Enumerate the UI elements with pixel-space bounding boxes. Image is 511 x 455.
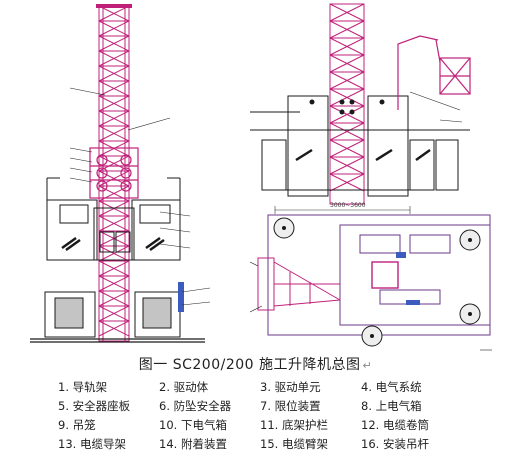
legend-item: 16. 安装吊杆 — [361, 437, 429, 451]
lattice-brace — [98, 275, 130, 292]
base-frame — [30, 338, 205, 343]
legend-item: 4. 电气系统 — [361, 380, 422, 394]
lattice-brace — [98, 95, 130, 112]
cage-upper — [46, 177, 181, 261]
legend-item: 14. 附着装置 — [159, 437, 227, 451]
lattice-brace — [98, 65, 130, 82]
lattice-brace — [329, 20, 365, 39]
lattice-brace — [329, 88, 365, 107]
lattice-brace — [98, 20, 130, 37]
lattice-brace — [98, 170, 130, 187]
front-elevation — [30, 4, 211, 343]
legend-item: 2. 驱动体 — [159, 380, 209, 394]
lower-electric-box — [178, 282, 184, 312]
dimension-label: 3000~3600 — [330, 202, 366, 209]
side-cages — [250, 95, 470, 197]
plan-view: 3000~3600 — [249, 202, 492, 351]
lattice-brace — [98, 245, 130, 262]
legend-item: 3. 驱动单元 — [260, 380, 321, 394]
legend-item: 10. 下电气箱 — [159, 418, 227, 432]
legend-item: 13. 电缆导架 — [58, 437, 126, 451]
legend-row: 13. 电缆导架 14. 附着装置 15. 电缆臂架 16. 安装吊杆 — [58, 435, 488, 454]
legend-item: 6. 防坠安全器 — [159, 399, 232, 413]
lattice-brace — [329, 122, 365, 141]
legend-row: 5. 安全器座板 6. 防坠安全器 7. 限位装置 8. 上电气箱 — [58, 397, 488, 416]
plan-frame — [267, 214, 491, 336]
component-legend: 1. 导轨架 2. 驱动体 3. 驱动单元 4. 电气系统 5. 安全器座板 6… — [58, 378, 488, 454]
attachment-truss — [257, 257, 341, 311]
leader-lines-front — [69, 87, 211, 306]
caption-text: 图一 SC200/200 施工升降机总图 — [138, 357, 361, 373]
lattice-brace — [98, 125, 130, 142]
legend-item: 15. 电缆臂架 — [260, 437, 328, 451]
lattice-brace — [329, 105, 365, 124]
legend-item: 9. 吊笼 — [58, 418, 96, 432]
legend-item: 1. 导轨架 — [58, 380, 108, 394]
legend-row: 9. 吊笼 10. 下电气箱 11. 底架护栏 12. 电缆卷筒 — [58, 416, 488, 435]
lattice-brace — [329, 139, 365, 158]
side-elevation — [250, 3, 471, 205]
lattice-brace — [329, 173, 365, 192]
return-mark: ↵ — [362, 359, 373, 372]
legend-item: 12. 电缆卷筒 — [361, 418, 429, 432]
legend-item: 5. 安全器座板 — [58, 399, 131, 413]
lattice-brace — [98, 320, 130, 337]
plan-accents — [396, 252, 420, 305]
lattice-brace — [98, 290, 130, 307]
drive-unit — [89, 147, 139, 199]
lattice-brace — [98, 215, 130, 232]
legend-item: 8. 上电气箱 — [361, 399, 422, 413]
plan-mast — [371, 261, 399, 289]
dimension-line — [274, 206, 411, 214]
legend-item: 7. 限位装置 — [260, 399, 321, 413]
legend-row: 1. 导轨架 2. 驱动体 3. 驱动单元 4. 电气系统 — [58, 378, 488, 397]
lattice-brace — [98, 80, 130, 97]
elevator-drawing: 3000~3600 — [30, 3, 492, 351]
drum-hubs — [282, 226, 472, 338]
lattice-brace — [98, 110, 130, 127]
lattice-brace — [98, 5, 130, 22]
lattice-brace — [329, 156, 365, 175]
figure-caption: 图一 SC200/200 施工升降机总图↵ — [0, 354, 511, 374]
lattice-brace — [329, 71, 365, 90]
side-mast — [329, 3, 365, 205]
lattice-brace — [98, 305, 130, 322]
install-boom — [397, 35, 471, 110]
mast-top — [96, 4, 132, 8]
mast-lattice — [98, 5, 130, 342]
lattice-brace — [329, 37, 365, 56]
lattice-brace — [98, 260, 130, 277]
legend-item: 11. 底架护栏 — [260, 418, 328, 432]
lattice-brace — [98, 35, 130, 52]
leader-lines-side — [409, 91, 463, 123]
side-hardware — [309, 99, 385, 115]
lattice-brace — [329, 54, 365, 73]
lattice-brace — [98, 50, 130, 67]
cable-drums — [273, 217, 481, 347]
cage-lower — [44, 291, 181, 338]
lattice-brace — [329, 3, 365, 22]
leader-lines-plan — [249, 261, 492, 351]
